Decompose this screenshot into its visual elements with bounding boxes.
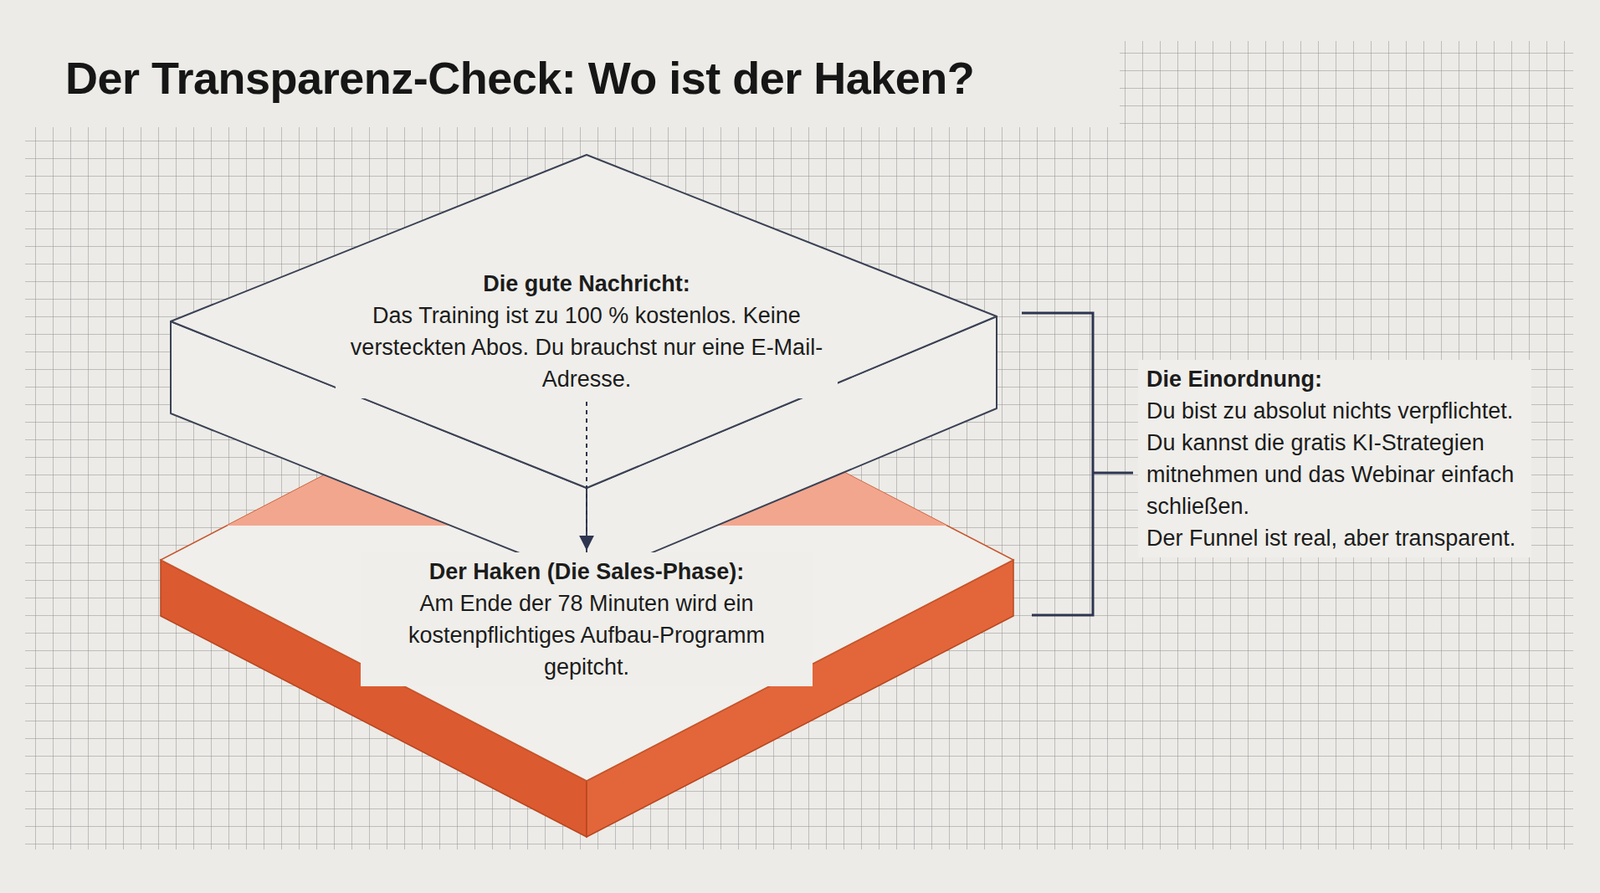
grid-background [1119,41,1574,129]
body-text: Das Training ist zu 100 % kostenlos. Kei… [343,299,830,395]
heading: Der Haken (Die Sales-Phase): [369,555,805,588]
dashed-arrow [585,401,588,549]
slab-label: Die gute Nachricht:Das Training ist zu 1… [335,264,838,399]
body-text: Am Ende der 78 Minuten wird ein kostenpf… [369,587,805,683]
grid-background [25,127,1574,850]
body-text: Du bist zu absolut nichts verpflichtet. … [1146,394,1524,523]
slab-top [170,154,997,488]
title: Der Transparenz-Check: Wo ist der Haken? [65,51,975,104]
note-box: Die Einordnung:Du bist zu absolut nichts… [1138,359,1532,558]
body-text: Der Funnel ist real, aber transparent. [1146,522,1524,554]
slab-label: Der Haken (Die Sales-Phase):Am Ende der … [360,552,813,687]
heading: Die gute Nachricht: [343,267,830,300]
heading: Die Einordnung: [1146,363,1524,395]
bracket [1021,312,1134,616]
